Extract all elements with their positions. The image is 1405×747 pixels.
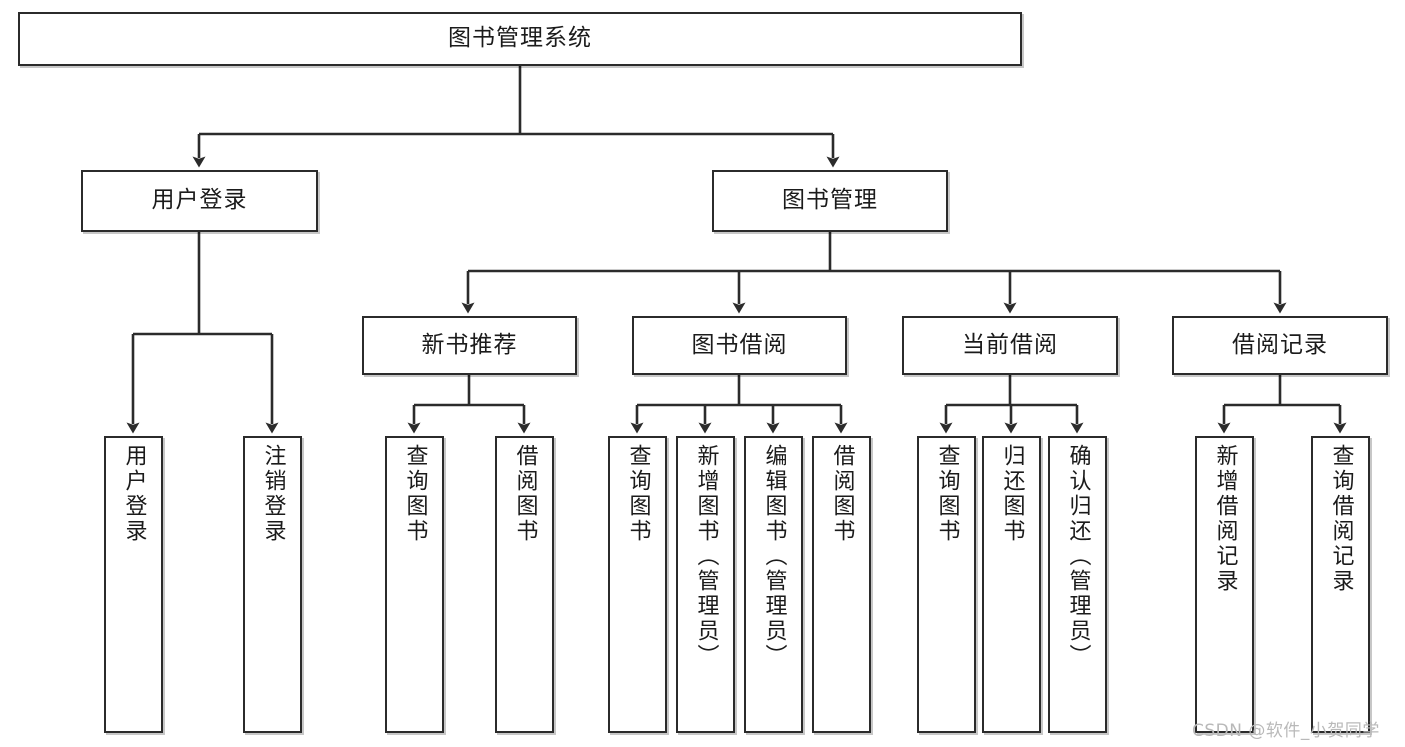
leaf-edit-book-admin[interactable]: 编辑图书（管理员） bbox=[744, 436, 803, 733]
node-label: 用户登录 bbox=[121, 444, 147, 544]
node-label: 新书推荐 bbox=[421, 331, 518, 358]
node-label: 查询图书 bbox=[934, 444, 960, 544]
node-label: 归还图书 bbox=[999, 444, 1025, 544]
node-current-borrow[interactable]: 当前借阅 bbox=[902, 316, 1118, 375]
node-user-login[interactable]: 用户登录 bbox=[81, 170, 318, 232]
leaf-query-borrow-record[interactable]: 查询借阅记录 bbox=[1311, 436, 1370, 733]
leaf-add-book-admin[interactable]: 新增图书（管理员） bbox=[676, 436, 735, 733]
leaf-add-borrow-record[interactable]: 新增借阅记录 bbox=[1195, 436, 1254, 733]
leaf-user-logout[interactable]: 注销登录 bbox=[243, 436, 302, 733]
leaf-borrow-book[interactable]: 借阅图书 bbox=[812, 436, 871, 733]
node-label: 图书管理系统 bbox=[448, 25, 592, 52]
node-label: 用户登录 bbox=[151, 187, 248, 214]
node-book-borrow[interactable]: 图书借阅 bbox=[632, 316, 847, 375]
node-borrow-record[interactable]: 借阅记录 bbox=[1172, 316, 1388, 375]
leaf-query-book-current[interactable]: 查询图书 bbox=[917, 436, 976, 733]
node-label: 图书借阅 bbox=[691, 331, 788, 358]
leaf-query-book-recommend[interactable]: 查询图书 bbox=[385, 436, 444, 733]
csdn-watermark: CSDN @软件_小贺同学 bbox=[1192, 721, 1380, 741]
node-label: 编辑图书（管理员） bbox=[761, 444, 787, 669]
leaf-return-book[interactable]: 归还图书 bbox=[982, 436, 1041, 733]
node-label: 当前借阅 bbox=[962, 331, 1058, 358]
node-label: 注销登录 bbox=[260, 444, 286, 544]
node-new-book-recommend[interactable]: 新书推荐 bbox=[362, 316, 577, 375]
node-label: 图书管理 bbox=[782, 187, 878, 214]
node-label: 借阅图书 bbox=[829, 444, 855, 544]
node-label: 新增借阅记录 bbox=[1212, 444, 1238, 594]
node-label: 新增图书（管理员） bbox=[693, 444, 719, 669]
node-label: 查询图书 bbox=[402, 444, 428, 544]
leaf-confirm-return-admin[interactable]: 确认归还（管理员） bbox=[1048, 436, 1107, 733]
node-label: 确认归还（管理员） bbox=[1065, 444, 1091, 669]
node-book-management[interactable]: 图书管理 bbox=[712, 170, 948, 232]
node-label: 查询借阅记录 bbox=[1328, 444, 1354, 594]
node-label: 借阅记录 bbox=[1232, 331, 1328, 358]
node-root-book-management-system[interactable]: 图书管理系统 bbox=[18, 12, 1022, 66]
node-label: 借阅图书 bbox=[512, 444, 538, 544]
node-label: 查询图书 bbox=[625, 444, 651, 544]
leaf-query-book-borrow[interactable]: 查询图书 bbox=[608, 436, 667, 733]
leaf-borrow-book-recommend[interactable]: 借阅图书 bbox=[495, 436, 554, 733]
leaf-user-login[interactable]: 用户登录 bbox=[104, 436, 163, 733]
